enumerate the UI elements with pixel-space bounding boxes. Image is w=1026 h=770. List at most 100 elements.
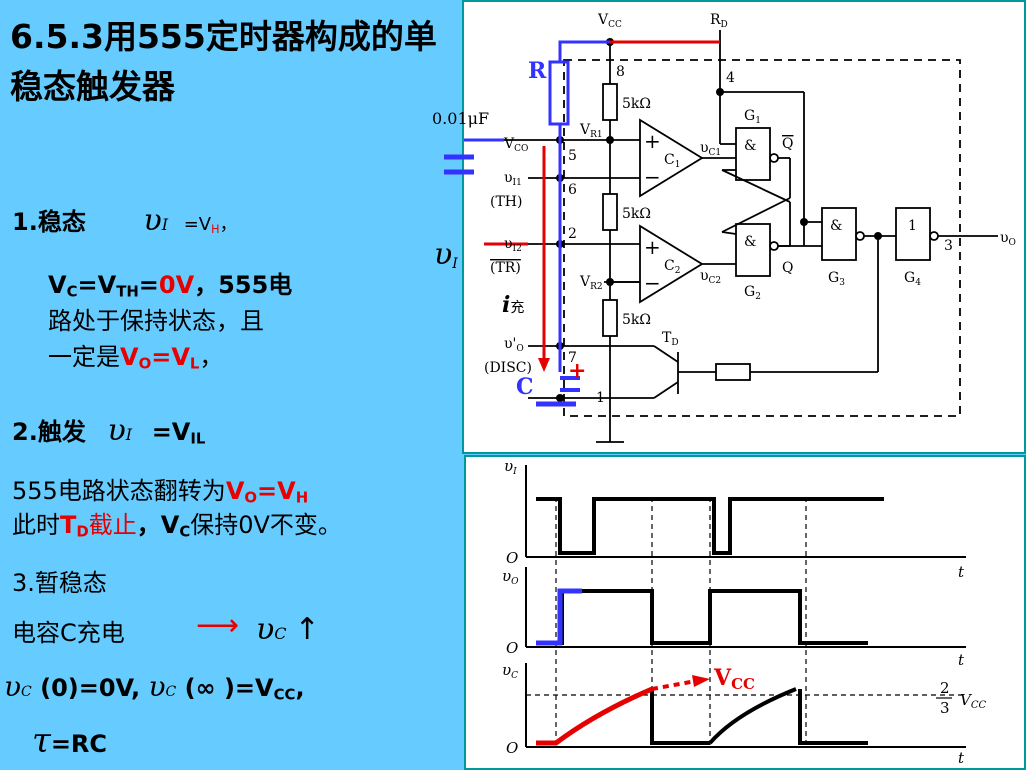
r-label: R [528,58,547,84]
tr-label: (TR) [490,260,521,276]
vi-relation-sub: H [211,222,220,236]
section1-heading: 1.稳态 [12,208,86,236]
s2-vh-sub: H [295,488,309,507]
circuit-diagram: + − + − VCC RD 8 4 5 6 2 7 1 3 5kΩ 5kΩ 5… [432,12,1016,443]
section3-heading: 3.暂稳态 [12,569,107,597]
s3-charge-line: 电容C充电 [12,616,125,650]
origin-3: O [506,739,518,757]
s1-vc-sub: C [66,282,78,301]
s3-charge: 电容C充电 [12,619,125,647]
s1-vth: =V [77,271,117,299]
section1-line: 1.稳态 υI =VH， [12,204,237,247]
c2-label: C2 [664,258,680,276]
g3-amp: & [830,218,842,234]
section2-heading: 2.触发 [12,418,86,446]
waveform-panel: υI υO υC O O O t t t 2 3 VCC VCC [464,455,1026,770]
tau-eq: =RC [50,730,108,758]
s2-rel: =V [151,418,191,446]
vi-circuit-label: υI [434,237,458,272]
s2-vc: ，V [136,511,180,539]
th-label: (TH) [490,194,522,210]
t-axis-2: t [958,651,965,669]
plus-mark: + [568,358,586,384]
r5k-2: 5kΩ [622,206,651,222]
s3-eq-vc-sub: C [21,684,32,700]
pin-2: 2 [568,226,577,242]
vco-label: VCO [503,136,528,154]
cap-value: 0.01μF [432,109,489,128]
frac-num: 2 [940,679,950,697]
vc-red-charge [536,686,653,746]
vi-relation-text: =V [183,214,212,235]
g2-amp: & [744,234,756,250]
s1-l3-a: 一定是 [48,343,120,371]
tau-line: τ=RC [32,724,107,761]
vcc-label: VCC [597,12,622,30]
s2-l1-a: 555电路状态翻转为 [12,477,226,505]
circuit-panel: + − + − VCC RD 8 4 5 6 2 7 1 3 5kΩ 5kΩ 5… [432,0,1026,454]
vi-sub: I [161,215,169,234]
vc-rise: υC↑ [256,612,320,647]
vr2-label: VR2 [579,274,603,292]
wave-vo-label: υO [502,567,519,587]
g2-label: G2 [744,284,761,302]
frac-den: 3 [940,699,950,717]
s3-eq-b: (∞ )=V [184,674,274,702]
t-axis-3: t [958,749,965,767]
s2-vo: V [225,477,245,505]
c1-minus: − [644,165,661,189]
g1-amp: & [744,138,756,154]
s3-eq-vc2: υ [148,670,166,703]
s1-zero: 0V [158,271,195,299]
pin-5: 5 [568,148,577,164]
r5k-3: 5kΩ [622,312,651,328]
vo-out-label: υO [1000,230,1016,248]
s3-eq-a: (0)=0V, [40,674,141,702]
s1-vth-sub: TH [116,282,139,301]
s3-eq-b-tail: , [295,674,305,702]
vi-symbol: υ [143,203,162,238]
s3-eq-line: υC (0)=0V, υC (∞ )=VCC, [4,670,305,712]
origin-2: O [506,639,518,657]
vi-relation-tail: ， [219,214,238,235]
s1-vl-sub: L [189,354,200,373]
s1-line3: 一定是VO=VL， [48,340,223,381]
g3-label: G3 [828,270,845,288]
s1-vl: =V [151,343,190,371]
pin-3: 3 [944,238,953,254]
s3-vc-sub: C [274,624,287,643]
pin-7: 7 [568,350,577,366]
vc2-label: υC2 [700,268,721,286]
vi1-label: υI1 [504,170,522,188]
s2-vh: =V [257,477,296,505]
s2-td-sub: D [76,522,89,541]
s2-rel-sub: IL [190,429,206,448]
s2-vi-sub: I [125,425,133,444]
slide-title: 6.5.3用555定时器构成的单稳态触发器 [10,17,437,106]
c1-label: C1 [664,152,680,170]
s2-vo-sub: O [244,488,258,507]
vo-prime-label: υ'O [504,336,524,354]
vi2-label: υI2 [504,236,522,254]
q-label: Q [782,260,793,276]
s3-vc-symbol: υ [256,612,275,647]
s1-vo-sub: O [138,354,152,373]
s1-tail: ，555电 [194,271,293,299]
s1-eq: = [138,271,159,299]
s3-eq-b-sub: CC [273,685,296,704]
blue-overlay [444,40,610,407]
s3-eq-vc2-sub: C [165,684,177,700]
s1-line2: 路处于保持状态，且 [48,307,264,335]
tau-symbol: τ [32,721,51,761]
g4-one: 1 [908,218,917,234]
s1-l3-tail: ， [199,343,224,371]
s1-vo: V [120,343,139,371]
s2-line1: 555电路状态翻转为VO=VH [12,474,308,515]
s2-l2-tail: 保持0V不变。 [190,511,342,539]
vcc-red-label: VCC [713,665,755,693]
current-arrow-icon [538,358,550,372]
c2-minus: − [644,271,661,295]
t-axis-1: t [958,563,965,581]
s2-vi-symbol: υ [107,413,126,448]
s2-vc-sub: C [179,522,191,541]
